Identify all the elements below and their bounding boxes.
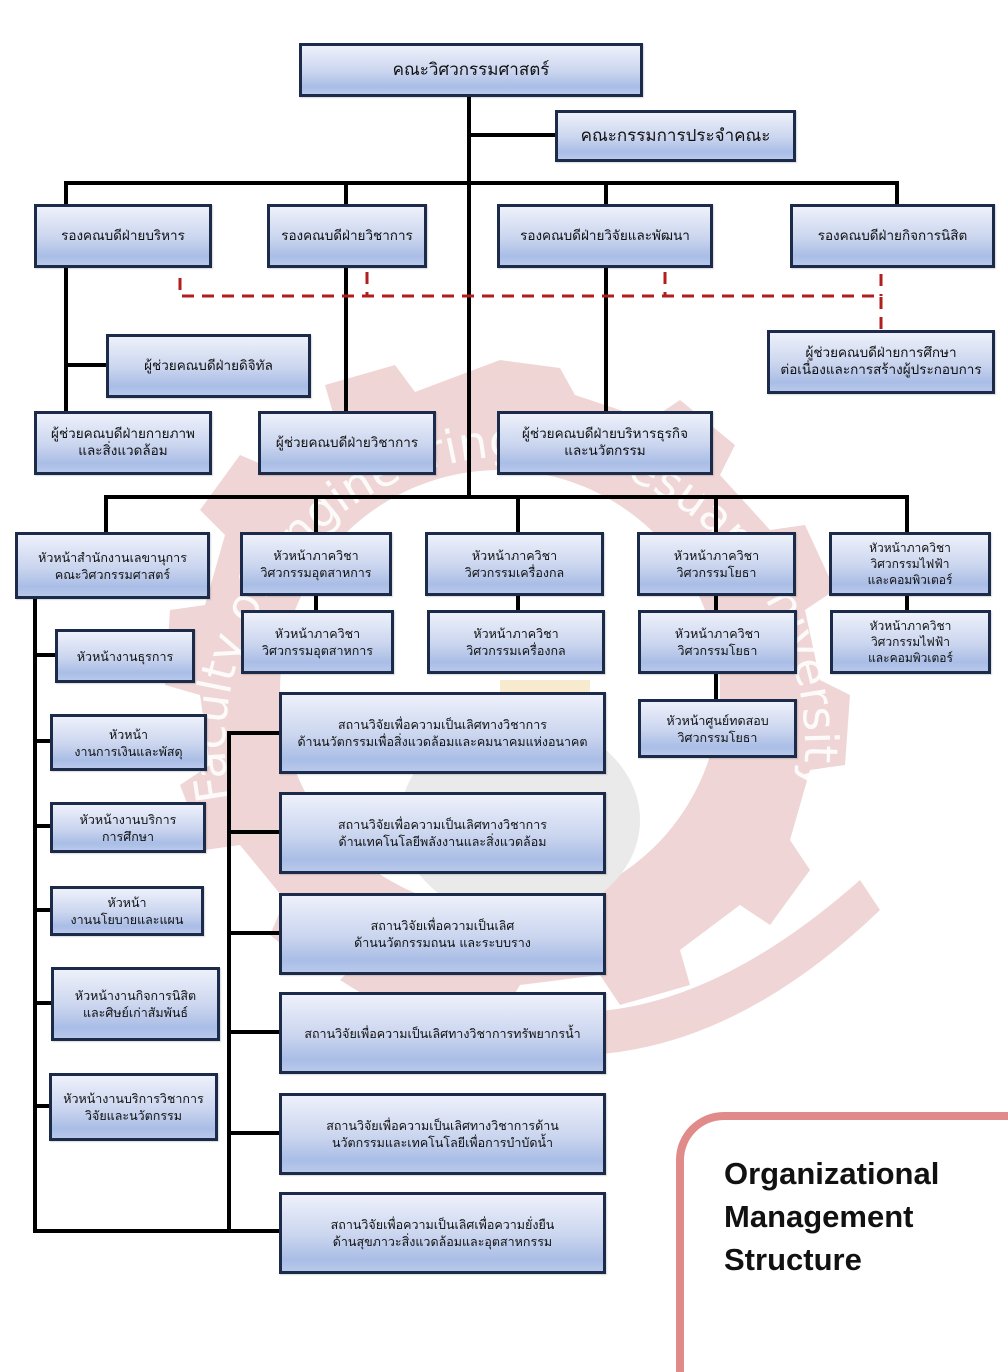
node-dept-mechanical-eng: หัวหน้าภาควิชา วิศวกรรมเครื่องกล bbox=[425, 532, 604, 596]
dashed-coordination-line bbox=[178, 278, 883, 330]
node-dept-electrical-computer-eng-2: หัวหน้าภาควิชา วิศวกรรมไฟฟ้า และคอมพิวเต… bbox=[830, 610, 991, 674]
node-secretary-office-head: หัวหน้าสำนักงานเลขานุการ คณะวิศวกรรมศาสต… bbox=[15, 532, 210, 599]
node-unit-finance-supplies: หัวหน้า งานการเงินและพัสดุ bbox=[50, 714, 207, 771]
node-dept-electrical-computer-eng: หัวหน้าภาควิชา วิศวกรรมไฟฟ้า และคอมพิวเต… bbox=[829, 532, 991, 596]
node-research-center-road-rail: สถานวิจัยเพื่อความเป็นเลิศ ด้านนวัตกรรมถ… bbox=[279, 893, 606, 975]
node-unit-policy-planning: หัวหน้า งานนโยบายและแผน bbox=[50, 886, 204, 936]
node-faculty-committee: คณะกรรมการประจำคณะ bbox=[555, 110, 796, 162]
node-research-center-environment-transport: สถานวิจัยเพื่อความเป็นเลิศทางวิชาการ ด้า… bbox=[279, 692, 606, 774]
node-assistant-dean-physical: ผู้ช่วยคณบดีฝ่ายกายภาพ และสิ่งแวดล้อม bbox=[34, 411, 212, 475]
node-assistant-dean-continuing-education: ผู้ช่วยคณบดีฝ่ายการศึกษา ต่อเนื่องและการ… bbox=[767, 330, 995, 394]
node-unit-academic-research-service: หัวหน้างานบริการวิชาการ วิจัยและนวัตกรรม bbox=[49, 1073, 218, 1141]
node-civil-eng-test-center: หัวหน้าศูนย์ทดสอบ วิศวกรรมโยธา bbox=[638, 699, 797, 758]
node-research-center-energy-environment: สถานวิจัยเพื่อความเป็นเลิศทางวิชาการ ด้า… bbox=[279, 792, 606, 874]
node-vice-dean-academic: รองคณบดีฝ่ายวิชาการ bbox=[267, 204, 427, 268]
node-assistant-dean-academic: ผู้ช่วยคณบดีฝ่ายวิชาการ bbox=[258, 411, 436, 475]
node-assistant-dean-digital: ผู้ช่วยคณบดีฝ่ายดิจิทัล bbox=[106, 334, 311, 398]
node-dept-industrial-eng: หัวหน้าภาควิชา วิศวกรรมอุตสาหการ bbox=[240, 532, 392, 596]
org-chart-connectors bbox=[33, 94, 909, 1233]
node-vice-dean-research: รองคณบดีฝ่ายวิจัยและพัฒนา bbox=[497, 204, 713, 268]
node-unit-general-affairs: หัวหน้างานธุรการ bbox=[55, 629, 195, 683]
node-dept-industrial-eng-2: หัวหน้าภาควิชา วิศวกรรมอุตสาหการ bbox=[241, 610, 394, 674]
node-dept-mechanical-eng-2: หัวหน้าภาควิชา วิศวกรรมเครื่องกล bbox=[427, 610, 605, 674]
chart-title-line: Structure bbox=[724, 1242, 862, 1277]
node-research-center-water-treatment: สถานวิจัยเพื่อความเป็นเลิศทางวิชาการด้าน… bbox=[279, 1093, 606, 1175]
node-assistant-dean-business: ผู้ช่วยคณบดีฝ่ายบริหารธุรกิจ และนวัตกรรม bbox=[497, 411, 713, 475]
title-panel-frame bbox=[676, 1112, 1008, 1372]
node-vice-dean-administration: รองคณบดีฝ่ายบริหาร bbox=[34, 204, 212, 268]
node-unit-student-alumni: หัวหน้างานกิจการนิสิต และศิษย์เก่าสัมพัน… bbox=[51, 967, 220, 1041]
node-research-center-water-resources: สถานวิจัยเพื่อความเป็นเลิศทางวิชาการทรัพ… bbox=[279, 992, 606, 1074]
node-dept-civil-eng-2: หัวหน้าภาควิชา วิศวกรรมโยธา bbox=[638, 610, 797, 674]
node-research-center-sustainability: สถานวิจัยเพื่อความเป็นเลิศเพื่อความยั่งย… bbox=[279, 1192, 606, 1274]
chart-title: Organizational Management Structure bbox=[724, 1152, 939, 1281]
node-vice-dean-student-affairs: รองคณบดีฝ่ายกิจการนิสิต bbox=[790, 204, 995, 268]
node-faculty: คณะวิศวกรรมศาสตร์ bbox=[299, 43, 643, 97]
chart-title-line: Organizational bbox=[724, 1156, 940, 1191]
chart-title-line: Management bbox=[724, 1199, 914, 1234]
node-dept-civil-eng: หัวหน้าภาควิชา วิศวกรรมโยธา bbox=[637, 532, 796, 596]
node-unit-education-service: หัวหน้างานบริการ การศึกษา bbox=[50, 802, 206, 853]
